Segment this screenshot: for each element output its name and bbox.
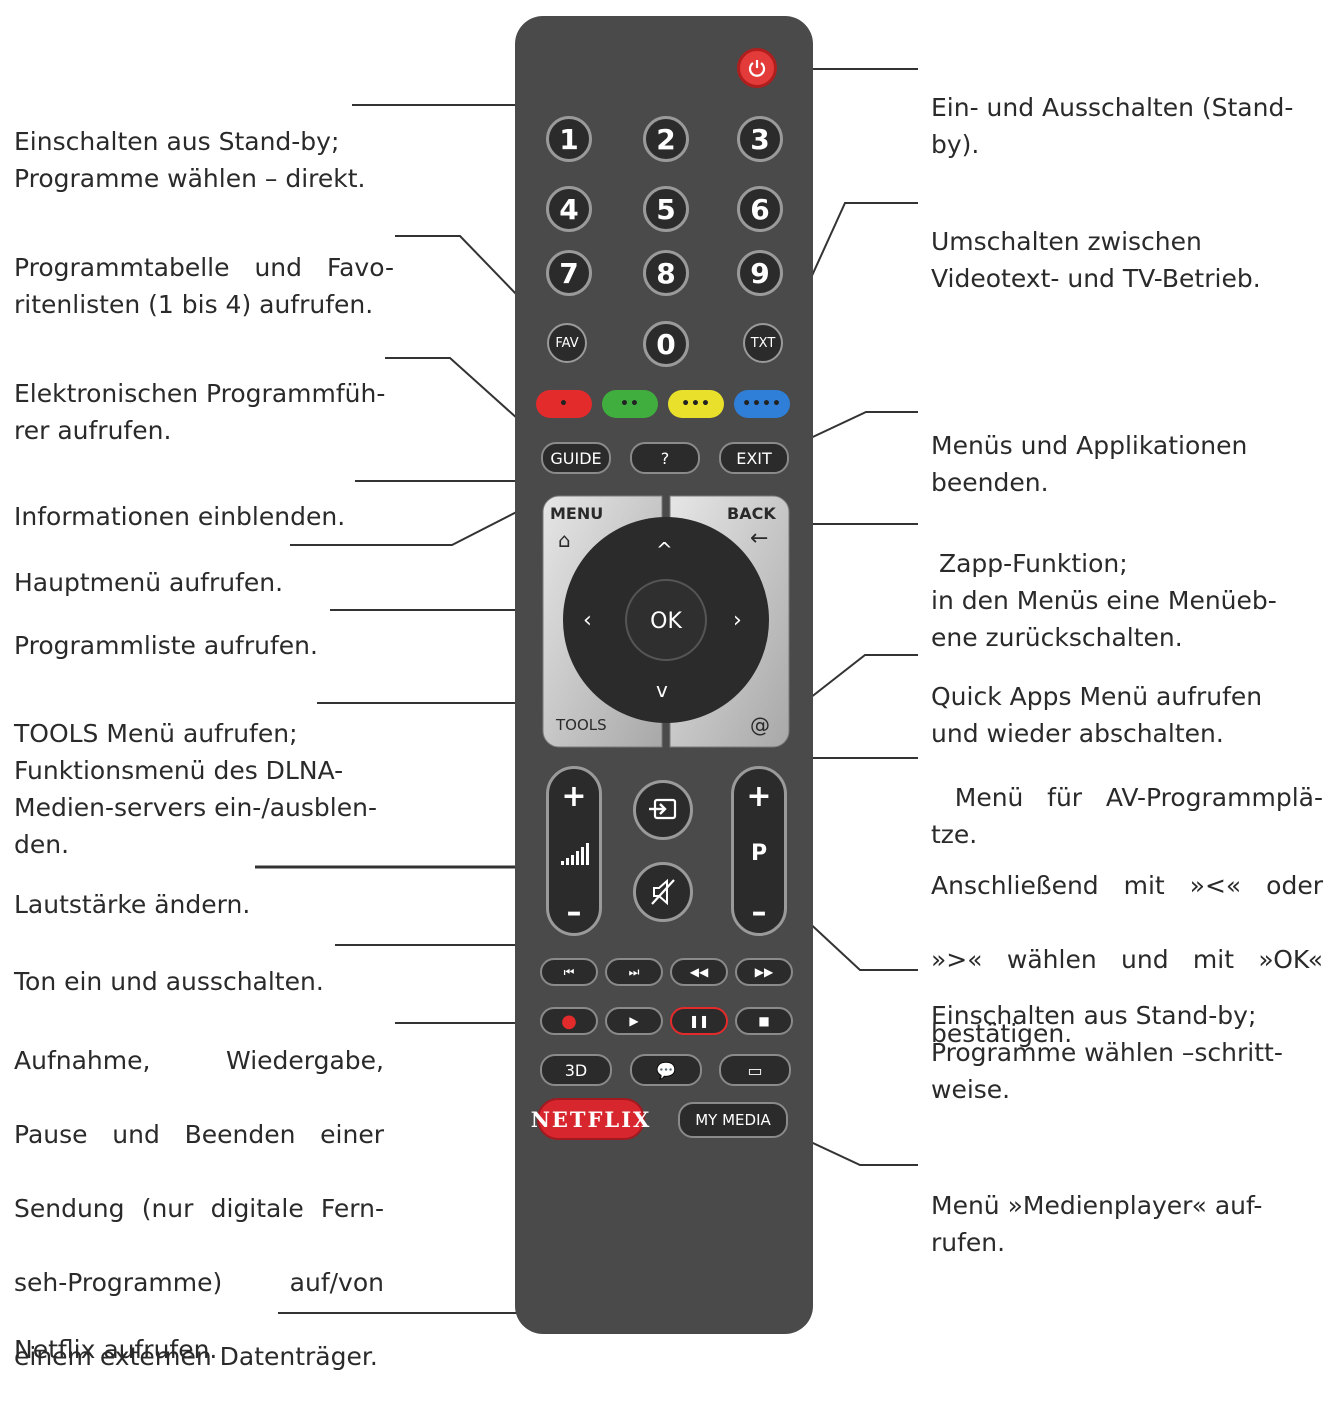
rewind-icon: ◀◀ [689, 965, 709, 979]
right-arrow-icon[interactable]: › [733, 608, 742, 633]
pause-button[interactable]: ❚❚ [670, 1007, 728, 1035]
label-program-step: Einschalten aus Stand-by;Programme wähle… [931, 1001, 1283, 1104]
volume-down-button[interactable]: – [566, 895, 582, 930]
red-button[interactable]: • [536, 390, 592, 418]
label-av-menu: Menü für AV-Programmplä-tze. [931, 783, 1323, 849]
my-media-button[interactable]: MY MEDIA [678, 1102, 788, 1138]
skip-back-icon: ⏮ [563, 964, 575, 979]
yellow-button[interactable]: ••• [668, 390, 724, 418]
label-volume: Lautstärke ändern. [14, 890, 251, 919]
label-standby-direct: Einschalten aus Stand-by;Programme wähle… [14, 127, 366, 193]
rewind-button[interactable]: ◀◀ [670, 958, 728, 986]
tools-button-label[interactable]: TOOLS [556, 716, 607, 734]
speech-bubbles-icon: 💬 [656, 1060, 676, 1080]
power-icon [748, 60, 766, 77]
subtitle-icon: ▭ [747, 1060, 763, 1080]
label-mute: Ton ein und ausschalten. [14, 967, 324, 996]
label-menu: Hauptmenü aufrufen. [14, 568, 284, 597]
green-button[interactable]: •• [602, 390, 658, 418]
home-icon: ⌂ [558, 528, 571, 552]
label-back: Zapp-Funktion;in den Menüs eine Menüeb-e… [931, 549, 1277, 652]
program-down-button[interactable]: – [751, 895, 767, 930]
mute-button[interactable] [633, 862, 693, 922]
3d-button[interactable]: 3D [540, 1054, 612, 1086]
number-1-button[interactable]: 1 [546, 116, 592, 162]
blue-button[interactable]: •••• [734, 390, 790, 418]
number-0-button[interactable]: 0 [643, 321, 689, 367]
exit-button[interactable]: EXIT [719, 442, 789, 474]
fast-forward-icon: ▶▶ [754, 965, 774, 979]
power-button[interactable] [737, 48, 777, 88]
number-6-button[interactable]: 6 [737, 186, 783, 232]
label-info: Informationen einblenden. [14, 502, 346, 531]
label-guide: Elektronischen Programmfüh-rer aufrufen. [14, 379, 386, 445]
number-5-button[interactable]: 5 [643, 186, 689, 232]
guide-button[interactable]: GUIDE [541, 442, 611, 474]
label-tools: TOOLS Menü aufrufen;Funktionsmenü des DL… [14, 719, 377, 859]
volume-bars-icon [561, 843, 589, 865]
program-rocker[interactable]: + P – [731, 766, 787, 936]
stop-button[interactable]: ■ [735, 1007, 793, 1035]
label-netflix: Netflix aufrufen. [14, 1335, 218, 1364]
input-source-icon [649, 798, 677, 820]
subtitle-button[interactable]: ▭ [719, 1054, 791, 1086]
txt-button[interactable]: TXT [743, 323, 783, 363]
av-source-button[interactable] [633, 780, 693, 840]
number-2-button[interactable]: 2 [643, 116, 689, 162]
up-arrow-icon[interactable]: ^ [656, 538, 673, 562]
volume-up-button[interactable]: + [561, 779, 587, 814]
number-8-button[interactable]: 8 [643, 250, 689, 296]
language-button[interactable]: 💬 [630, 1054, 702, 1086]
label-media-player: Menü »Medienplayer« auf-rufen. [931, 1191, 1263, 1257]
navigation-pad [542, 495, 790, 748]
netflix-button[interactable]: NETFLIX [531, 1098, 649, 1140]
program-label: P [750, 841, 768, 866]
info-button[interactable]: ? [630, 442, 700, 474]
skip-forward-icon: ⏭ [628, 964, 640, 979]
number-4-button[interactable]: 4 [546, 186, 592, 232]
fast-forward-button[interactable]: ▶▶ [735, 958, 793, 986]
down-arrow-icon[interactable]: v [656, 678, 668, 702]
play-icon: ▶ [629, 1014, 639, 1028]
record-button[interactable]: ● [540, 1007, 598, 1035]
stop-icon: ■ [758, 1014, 770, 1028]
fav-button[interactable]: FAV [547, 323, 587, 363]
quick-apps-button[interactable]: @ [750, 713, 770, 737]
menu-button-label[interactable]: MENU [550, 504, 604, 523]
label-power: Ein- und Ausschalten (Stand-by). [931, 93, 1294, 159]
label-ok: Programmliste aufrufen. [14, 631, 318, 660]
number-3-button[interactable]: 3 [737, 116, 783, 162]
back-button-label[interactable]: BACK [727, 504, 776, 523]
ok-button[interactable]: OK [650, 608, 682, 634]
label-av-select: Anschließend mit »<« oder »>« wählen und… [931, 871, 1323, 1048]
skip-forward-button[interactable]: ⏭ [605, 958, 663, 986]
back-arrow-icon: ← [750, 526, 769, 551]
record-icon: ● [561, 1010, 577, 1032]
number-9-button[interactable]: 9 [737, 250, 783, 296]
program-up-button[interactable]: + [746, 779, 772, 814]
label-fav: Programmtabelle und Favo-ritenlisten (1 … [14, 253, 394, 319]
number-7-button[interactable]: 7 [546, 250, 592, 296]
left-arrow-icon[interactable]: ‹ [583, 608, 592, 633]
play-button[interactable]: ▶ [605, 1007, 663, 1035]
volume-rocker[interactable]: + – [546, 766, 602, 936]
mute-speaker-icon [651, 878, 675, 906]
pause-icon: ❚❚ [688, 1014, 710, 1028]
skip-back-button[interactable]: ⏮ [540, 958, 598, 986]
